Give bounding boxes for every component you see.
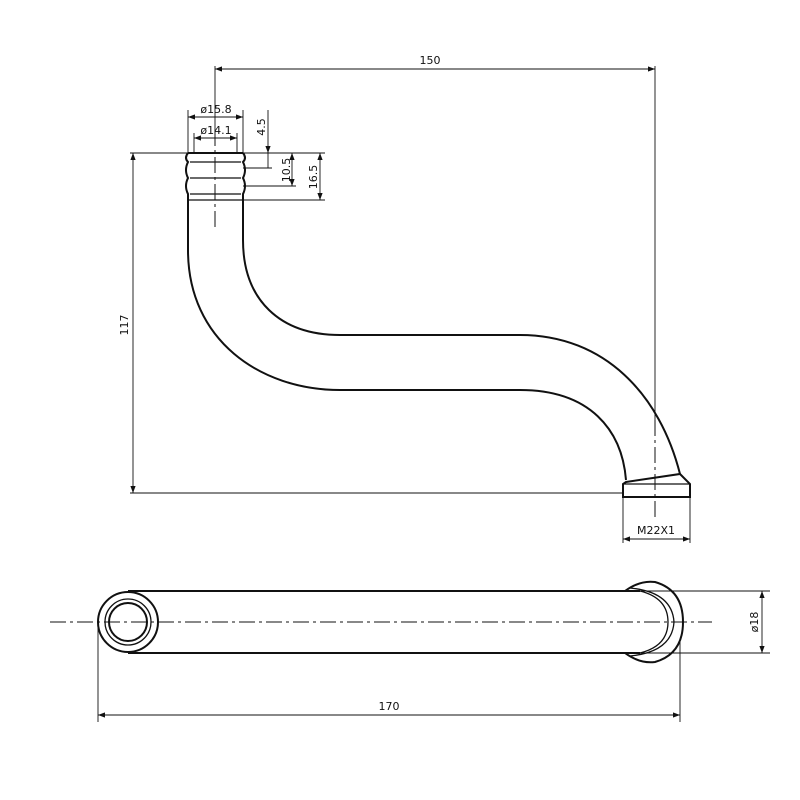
dim-d14-1: ø14.1 [200,124,231,137]
dim-d15-8: ø15.8 [200,103,231,116]
dim-d18: ø18 [748,612,761,633]
dim-117: 117 [118,315,131,336]
dim-10-5: 10.5 [280,158,293,183]
dim-16-5: 16.5 [307,165,320,190]
spout-side-view [185,130,691,520]
dim-4-5: 4.5 [255,118,268,136]
dimension-lines: 150 117 ø15.8 ø14.1 4.5 10.5 16.5 M22X1 [118,54,691,543]
top-view-dimensions: ø18 170 [97,590,770,722]
spout-top-view [50,580,712,664]
dim-m22x1: M22X1 [637,524,675,537]
dim-150: 150 [420,54,441,67]
dim-170: 170 [379,700,400,713]
